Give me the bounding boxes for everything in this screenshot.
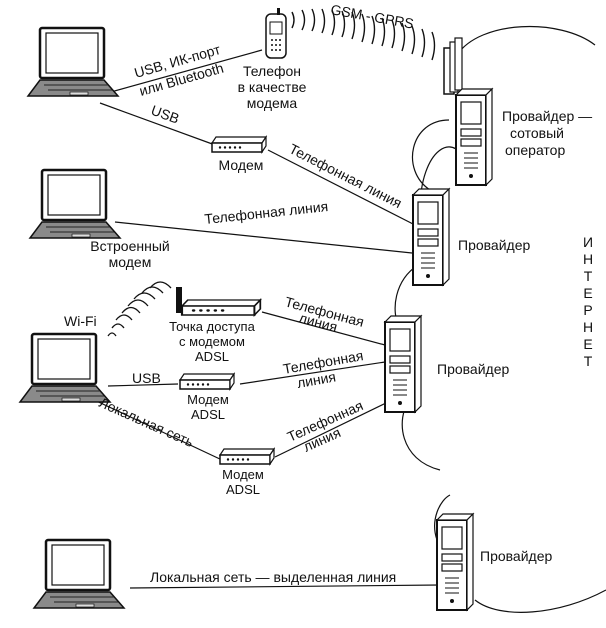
adsl-modem-1-icon [179, 373, 235, 390]
adsl-modem-2-label-1: Модем [222, 467, 264, 482]
provider-2-label: Провайдер [437, 361, 509, 377]
gsm-waves [291, 8, 436, 61]
provider-1-server-icon [412, 188, 450, 286]
provider-3-server-icon [436, 513, 474, 611]
cell-provider-label-3: оператор [505, 142, 565, 158]
phone-line-2-label: Телефонная линия [204, 198, 329, 227]
gsm-label: GSM - GPRS [329, 1, 415, 31]
cell-provider-label-2: сотовый [510, 125, 564, 141]
wifi-label: Wi-Fi [64, 313, 97, 329]
adsl-modem-2-icon [219, 448, 275, 465]
modem-icon [211, 136, 267, 153]
internet-letter: Т [584, 268, 593, 284]
internet-letter: Н [583, 251, 593, 267]
adsl-modem-2-label-2: ADSL [226, 482, 260, 497]
lan-label: Локальная сеть [97, 394, 196, 450]
cell-provider-label-1: Провайдер — [502, 108, 592, 124]
provider-1-label: Провайдер [458, 237, 530, 253]
provider-2-server-icon [384, 315, 422, 413]
phone-label-3: модема [247, 95, 298, 111]
internet-letter: Н [583, 319, 593, 335]
adsl-modem-1-label-2: ADSL [191, 407, 225, 422]
phone-label-1: Телефон [243, 63, 301, 79]
provider-3-label: Провайдер [480, 548, 552, 564]
ap-label-3: ADSL [195, 349, 229, 364]
phone-label-2: в качестве [238, 79, 307, 95]
laptop-2-icon [28, 168, 122, 240]
laptop-3-icon [18, 332, 112, 404]
internet-boundary [394, 25, 606, 613]
usb-mid-label: USB [132, 370, 161, 386]
leased-line-label: Локальная сеть — выделенная линия [150, 569, 396, 585]
mobile-phone-icon [265, 8, 287, 59]
builtin-modem-label-1: Встроенный [90, 238, 169, 254]
laptop-4-icon [32, 538, 126, 610]
internet-letter: Р [583, 302, 592, 318]
internet-letter: Т [584, 353, 593, 369]
ap-label-1: Точка доступа [169, 319, 255, 334]
cell-provider-server-icon [455, 88, 493, 186]
builtin-modem-label-2: модем [109, 254, 152, 270]
ap-label-2: с модемом [179, 334, 245, 349]
access-point-icon [176, 287, 262, 317]
wifi-waves [107, 281, 172, 337]
cell-tower-icon [443, 37, 463, 95]
internet-label: И Н Т Е Р Н Е Т [583, 234, 593, 369]
adsl-modem-1-label-1: Модем [187, 392, 229, 407]
laptop-1-icon [26, 26, 120, 98]
modem-label: Модем [219, 157, 264, 173]
phone-line-4-label-b: линия [296, 368, 337, 391]
internet-letter: И [583, 234, 593, 250]
internet-letter: Е [583, 336, 592, 352]
internet-letter: Е [583, 285, 592, 301]
